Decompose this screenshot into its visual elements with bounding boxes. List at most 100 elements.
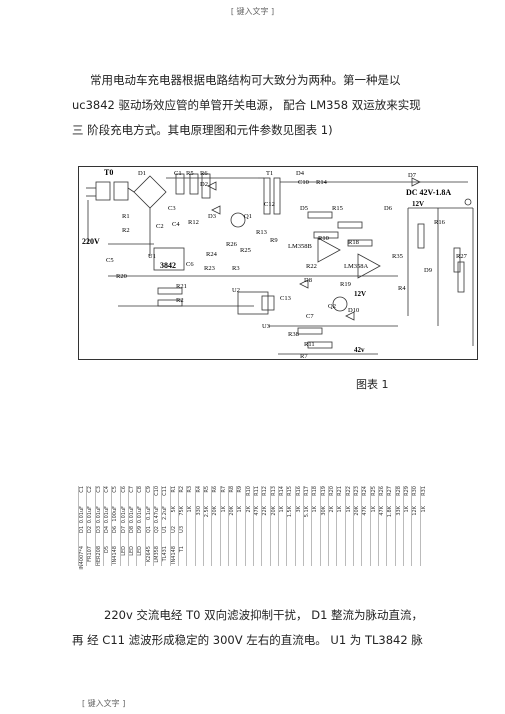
- label-lm358a: LM358A: [344, 263, 369, 270]
- label-t0: T0: [104, 168, 113, 177]
- intro-line-2: uc3842 驱动场效应管的单管开关电源， 配合 LM358 双运放来实现: [72, 98, 421, 112]
- parts-cell: R13: [270, 486, 277, 496]
- parts-cell: 2K: [245, 506, 252, 513]
- parts-cell: 20K: [229, 506, 235, 516]
- label-c4: C4: [172, 221, 180, 228]
- label-c12: C12: [264, 201, 275, 208]
- parts-cell: 1.5K: [287, 506, 294, 518]
- parts-cell: 5.1K: [304, 506, 310, 518]
- parts-cell: R2: [179, 486, 185, 493]
- label-u2: U2: [232, 287, 240, 294]
- label-r38: R38: [288, 331, 299, 338]
- parts-cell: 20K: [354, 506, 360, 516]
- parts-cell: 75K: [179, 506, 185, 516]
- parts-cell: R30: [412, 486, 419, 496]
- parts-cell: R14: [279, 486, 285, 496]
- parts-cell: R6: [212, 486, 219, 493]
- parts-cell: U3: [179, 526, 185, 533]
- figure-caption: 图表 1: [356, 378, 389, 391]
- body-line-1: 220v 交流电经 T0 双向滤波抑制干扰， D1 整流为脉动直流，: [104, 608, 424, 622]
- label-d10: D10: [348, 307, 359, 314]
- parts-cell: C2: [87, 486, 94, 493]
- label-r35: R35: [392, 253, 403, 260]
- label-output: DC 42V-1.8A: [406, 188, 451, 197]
- parts-cell: 100uF: [112, 506, 119, 522]
- parts-cell: 12K: [412, 506, 419, 516]
- parts-cell: C8: [137, 486, 144, 493]
- parts-cell: R23: [354, 486, 360, 496]
- parts-cell: Q1: [145, 526, 152, 534]
- parts-column: R10 2K: [244, 486, 254, 566]
- label-d2: D2: [200, 181, 208, 188]
- parts-cell: D8: [129, 526, 135, 534]
- label-d4: D4: [296, 170, 305, 177]
- parts-cell: D5: [104, 546, 110, 554]
- parts-cell: D2: [87, 526, 94, 534]
- label-r1: R1: [122, 213, 130, 220]
- parts-cell: R26: [379, 486, 385, 496]
- parts-cell: 1K: [370, 506, 377, 513]
- label-r23: R23: [204, 265, 215, 272]
- label-r11: R11: [304, 341, 315, 348]
- parts-cell: R12: [262, 486, 269, 496]
- label-r10: R10: [318, 235, 329, 242]
- parts-cell: LED: [120, 546, 127, 556]
- label-42v: 42v: [354, 346, 365, 354]
- label-c3: C3: [168, 205, 176, 212]
- parts-cell: 0.01uF: [95, 506, 102, 524]
- schematic-labels: T0 D1 C1 R5 R6 T1 D4 C10 R14 D7 DC 42V-1…: [82, 168, 468, 360]
- parts-cell: 1.8K: [387, 506, 394, 518]
- parts-cell: HER208: [95, 546, 102, 566]
- parts-cell: C11: [162, 486, 169, 496]
- label-c5: C5: [106, 257, 114, 264]
- label-r5: R5: [186, 170, 194, 177]
- page-footer: [ 键入文字 ]: [82, 699, 126, 708]
- parts-cell: R25: [370, 486, 377, 496]
- parts-cell: R16: [295, 486, 302, 496]
- label-r7: R7: [300, 353, 308, 360]
- parts-cell: C1: [79, 486, 85, 493]
- body-line-2: 再 经 C11 滤波形成稳定的 300V 左右的直流电。 U1 为 TL3842…: [72, 633, 423, 647]
- label-c1: C1: [174, 170, 182, 177]
- label-r22: R22: [306, 263, 317, 270]
- parts-column: R23 20K: [353, 486, 362, 566]
- parts-cell: 330: [195, 506, 202, 516]
- parts-cell: R1: [170, 486, 177, 493]
- parts-cell: TL431: [162, 546, 169, 562]
- parts-cell: Q2: [154, 526, 160, 534]
- label-d6: D6: [384, 205, 393, 212]
- parts-cell: 1K: [420, 506, 427, 513]
- parts-cell: D9: [137, 526, 144, 534]
- parts-cell: 0.01uF: [87, 506, 94, 524]
- parts-cell: R10: [245, 486, 252, 496]
- label-u1: U1: [148, 253, 156, 260]
- parts-cell: 0.47uF: [154, 506, 160, 524]
- parts-cell: 3K: [295, 506, 302, 513]
- label-r16: R16: [434, 219, 446, 226]
- parts-cell: U1: [162, 526, 169, 533]
- parts-cell: 30K: [320, 506, 327, 516]
- parts-cell: 1K: [345, 506, 352, 513]
- parts-cell: R20: [329, 486, 335, 496]
- parts-column: R16 3K: [294, 486, 304, 566]
- label-r26: R26: [226, 241, 238, 248]
- label-3842: 3842: [160, 261, 176, 270]
